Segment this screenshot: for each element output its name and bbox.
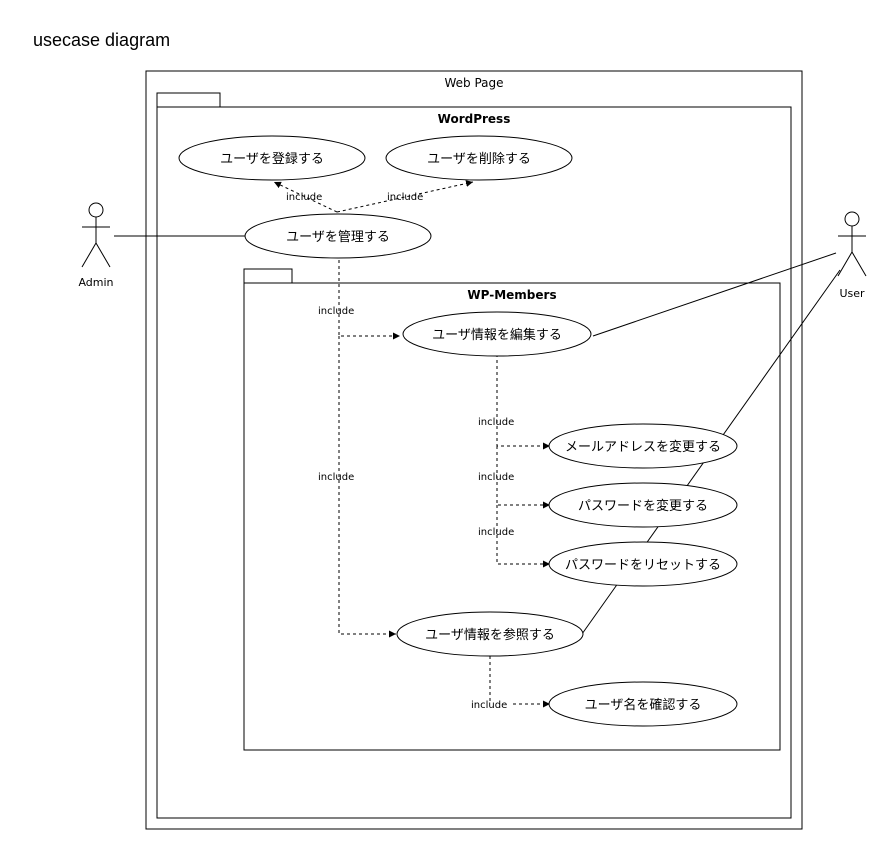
include-label-confirm-name: include	[471, 700, 507, 711]
usecase-reset-password-label: パスワードをリセットする	[565, 558, 721, 573]
usecase-view[interactable]	[396, 611, 584, 657]
usecase-delete[interactable]	[385, 135, 573, 181]
web-page-label: Web Page	[444, 76, 503, 90]
wp-members-package	[243, 282, 781, 751]
admin-label: Admin	[78, 276, 113, 289]
admin-actor[interactable]	[81, 202, 111, 268]
include-label-reset-password: include	[478, 527, 514, 538]
usecase-change-password-label: パスワードを変更する	[578, 498, 708, 514]
user-label: User	[839, 287, 865, 300]
usecase-confirm-name-label: ユーザ名を確認する	[585, 697, 702, 713]
usecase-change-password[interactable]	[548, 482, 738, 528]
include-edit-change-mail	[496, 354, 550, 450]
include-edit-change-password	[496, 446, 550, 509]
usecase-change-mail-label: メールアドレスを変更する	[565, 439, 721, 455]
include-label-change-password: include	[478, 472, 514, 483]
include-label-register: include	[286, 192, 322, 203]
usecase-delete-label: ユーザを削除する	[427, 152, 531, 167]
page-title: usecase diagram	[33, 30, 171, 50]
wp-members-label: WP-Members	[467, 288, 556, 302]
usecase-reset-password[interactable]	[548, 541, 738, 587]
include-edit-reset-password	[496, 505, 550, 568]
usecase-edit[interactable]	[402, 311, 592, 357]
include-manage-edit	[338, 254, 400, 340]
usecase-manage[interactable]	[244, 213, 432, 259]
wordpress-label: WordPress	[438, 112, 511, 126]
include-manage-view	[338, 336, 396, 638]
usecase-manage-label: ユーザを管理する	[286, 230, 390, 245]
web-page-frame	[145, 70, 803, 830]
include-label-view: include	[318, 472, 354, 483]
usecase-edit-label: ユーザ情報を編集する	[432, 327, 562, 343]
include-manage-delete	[336, 180, 474, 213]
wordpress-tab	[156, 92, 221, 108]
usecase-register-label: ユーザを登録する	[220, 152, 324, 167]
wordpress-package	[156, 106, 792, 819]
user-actor[interactable]	[837, 211, 867, 277]
include-label-edit: include	[318, 306, 354, 317]
wp-members-tab	[243, 268, 293, 284]
usecase-change-mail[interactable]	[548, 423, 738, 469]
usecase-confirm-name[interactable]	[548, 681, 738, 727]
user-edit-association	[592, 252, 837, 337]
include-label-change-mail: include	[478, 417, 514, 428]
usecase-register[interactable]	[178, 135, 366, 181]
include-label-delete: include	[387, 192, 423, 203]
usecase-view-label: ユーザ情報を参照する	[425, 627, 555, 643]
